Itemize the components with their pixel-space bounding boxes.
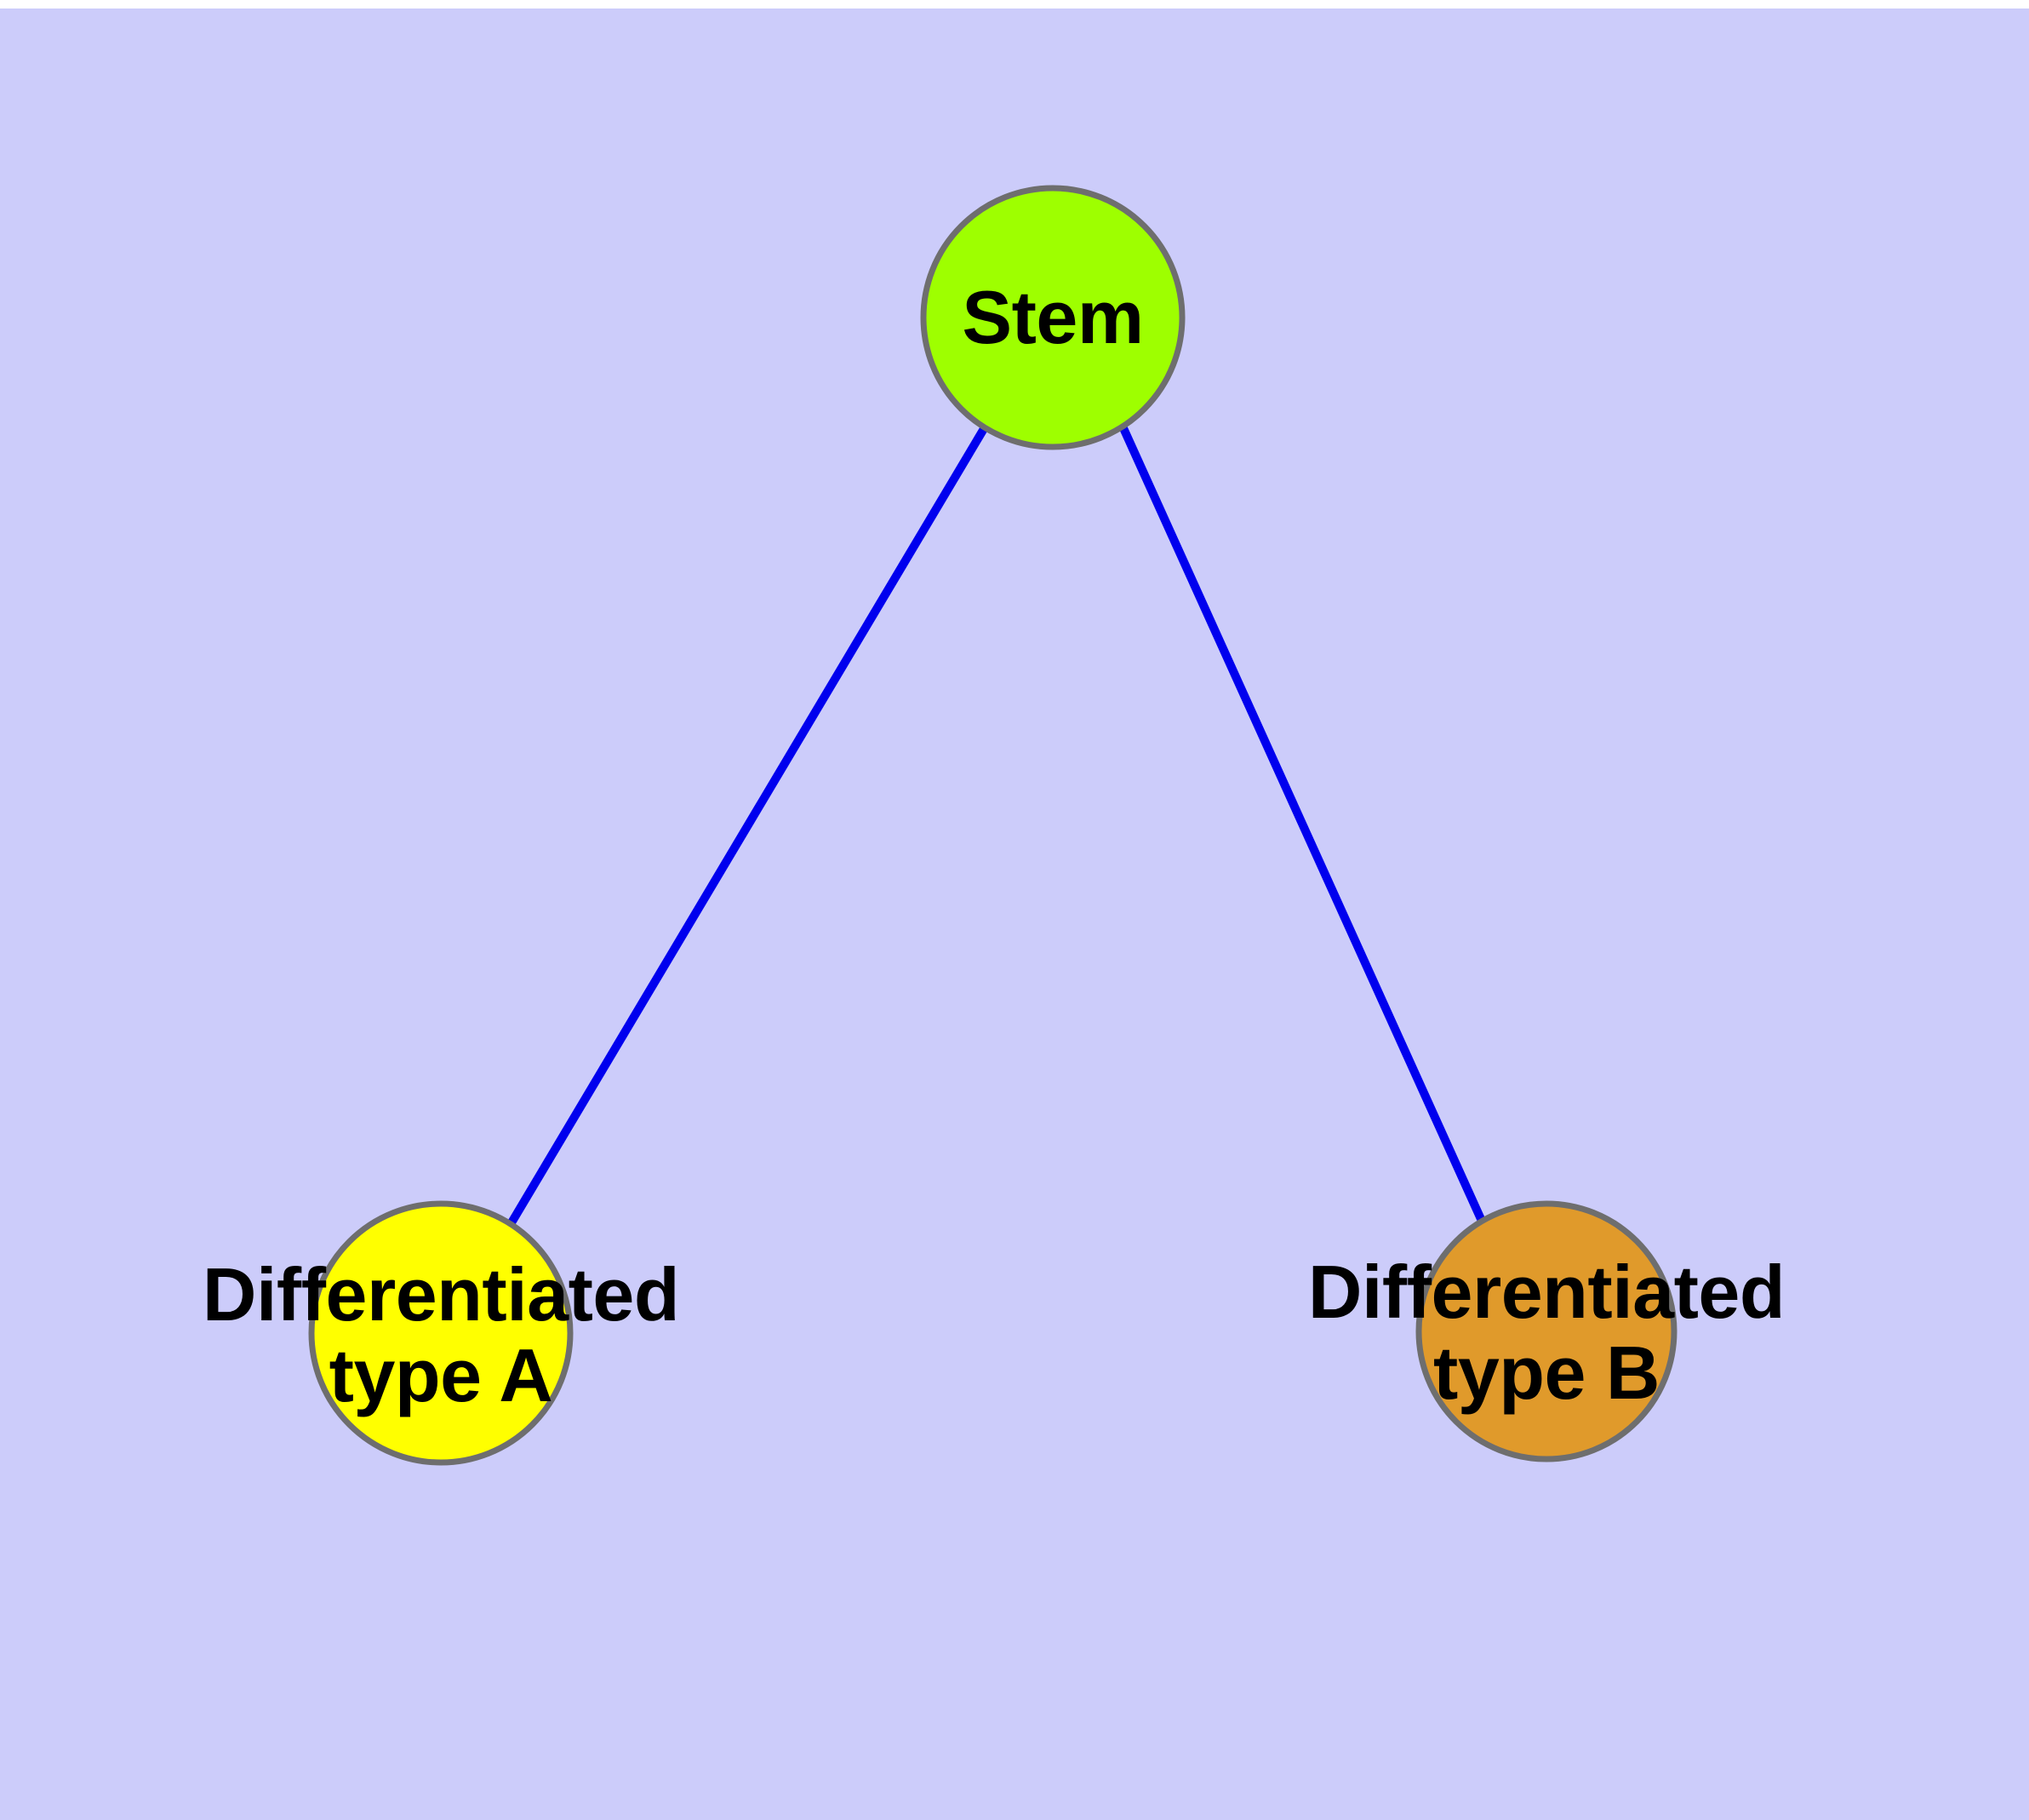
node-circle-differentiated-a[interactable] (308, 1200, 574, 1466)
edge-stem-to-differentiated-a (506, 425, 989, 1227)
edge-stem-to-differentiated-b (1119, 426, 1485, 1222)
node-circle-stem[interactable] (920, 185, 1186, 450)
node-circle-differentiated-b[interactable] (1415, 1200, 1677, 1462)
